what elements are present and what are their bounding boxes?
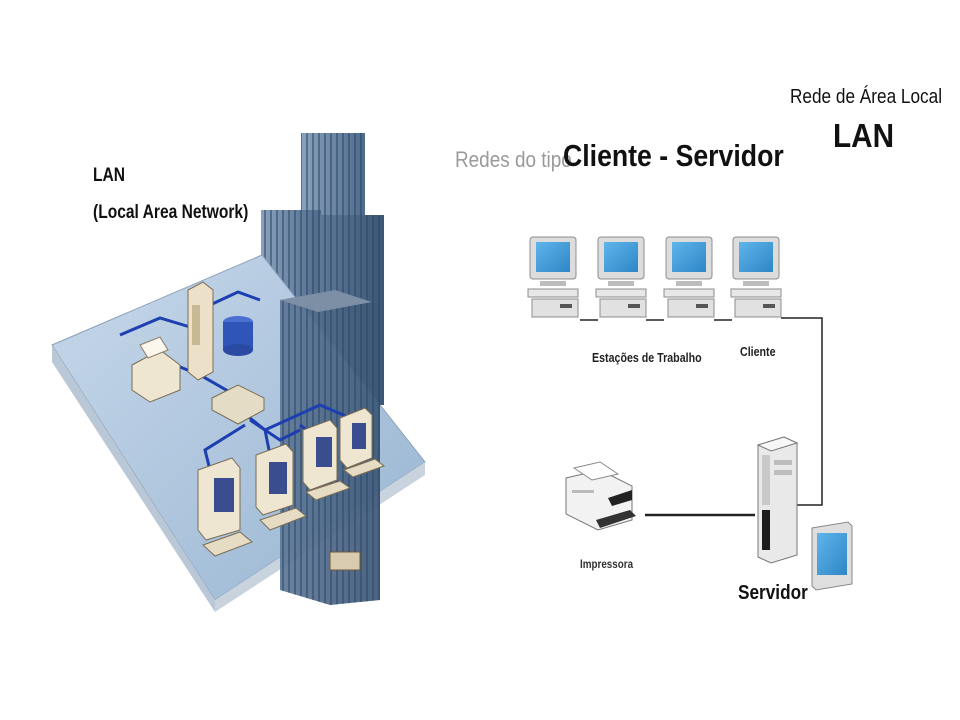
workstation-1 <box>527 236 579 318</box>
client-label: Cliente <box>740 344 776 359</box>
heading-main: Cliente - Servidor <box>563 138 784 173</box>
printer-3d-icon <box>131 336 181 403</box>
corner-subtitle: LAN <box>833 117 895 154</box>
workstation-3 <box>663 236 715 318</box>
workstation-3d-1 <box>197 457 253 557</box>
network-cables <box>119 290 356 471</box>
server-tower-3d-icon <box>187 281 214 381</box>
workstation-3d-2 <box>255 443 307 531</box>
network-hub-icon <box>211 384 265 425</box>
server-label: Servidor <box>738 582 808 604</box>
heading-prefix: Redes do tipo <box>455 147 572 172</box>
client-workstation <box>730 236 782 318</box>
database-icon <box>223 316 253 356</box>
lan-subtitle: (Local Area Network) <box>93 202 249 223</box>
printer-label: Impressora <box>580 557 634 571</box>
network-line <box>580 317 823 517</box>
printer-icon <box>565 461 636 531</box>
server-monitor-icon <box>811 521 853 591</box>
corner-title: Rede de Área Local <box>790 86 943 108</box>
workstation-2 <box>595 236 647 318</box>
server-icon <box>756 436 799 564</box>
lan-title: LAN <box>93 165 126 186</box>
workstation-3d-4 <box>339 407 386 478</box>
workstation-3d-3 <box>302 419 352 501</box>
workstations-label: Estações de Trabalho <box>592 350 702 365</box>
